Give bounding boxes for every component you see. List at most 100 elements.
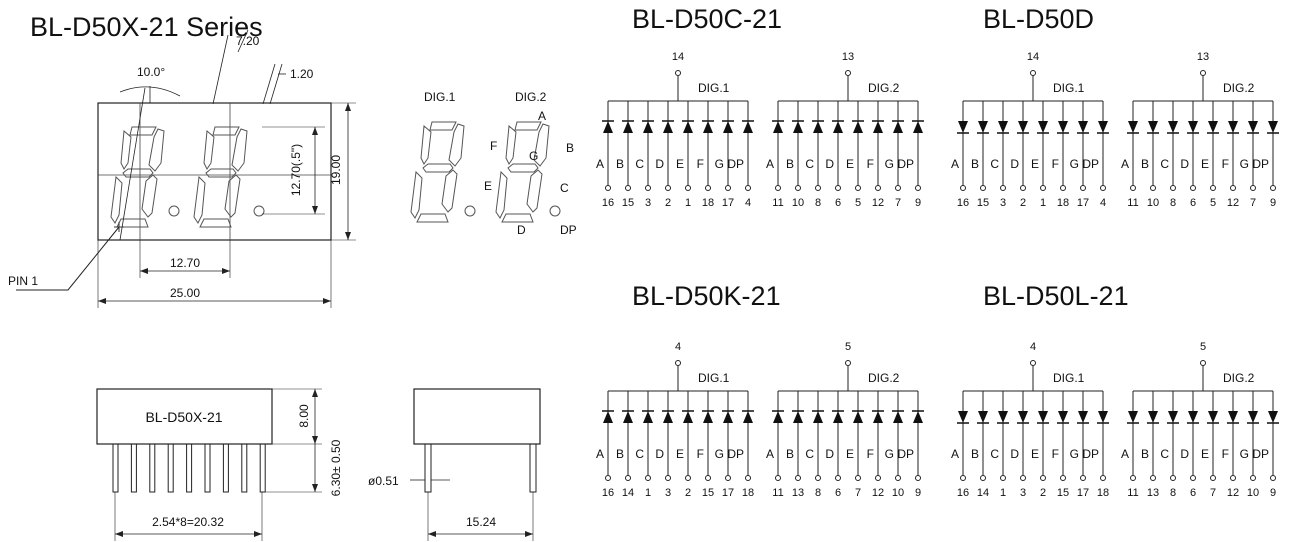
seg-label-c: C — [560, 181, 569, 195]
pin-number: 10 — [1247, 487, 1259, 499]
led-diode — [998, 121, 1008, 133]
dig1-label: DIG.1 — [424, 90, 456, 104]
segment-label: A — [951, 157, 959, 171]
pin-lead — [241, 443, 248, 493]
dim-pin-diameter: ø0.51 — [368, 474, 399, 488]
segment-label: G — [715, 447, 724, 461]
led-diode — [773, 121, 783, 133]
pin-number: 14 — [622, 487, 634, 499]
pin-terminal — [980, 185, 986, 191]
segment-label: B — [616, 157, 624, 171]
segment-label: D — [825, 157, 834, 171]
led-diode — [1038, 121, 1048, 133]
led-diode — [913, 121, 923, 133]
pin-terminal — [915, 185, 921, 191]
segment-label: B — [786, 157, 794, 171]
segment-label: DP — [1082, 447, 1099, 461]
dim-digit-height: 12.70(.5") — [289, 144, 303, 196]
pin-number: 18 — [702, 197, 714, 209]
segment-label: A — [596, 447, 604, 461]
common-pin-number: 13 — [842, 51, 854, 63]
segment-label: A — [1121, 157, 1129, 171]
dim-width: 25.00 — [170, 286, 200, 300]
pin-number: 4 — [745, 197, 751, 209]
pin-number: 16 — [957, 197, 969, 209]
pin-terminal — [1250, 185, 1256, 191]
pin-number: 8 — [815, 197, 821, 209]
dp-dot — [549, 205, 561, 217]
segment-label: D — [1010, 157, 1019, 171]
segment-label: F — [1222, 157, 1229, 171]
pin-number: 1 — [685, 197, 691, 209]
circuit-title: BL-D50C-21 — [632, 4, 782, 34]
pin-terminal — [645, 475, 651, 481]
pin-number: 10 — [1147, 197, 1159, 209]
segment-label: C — [805, 157, 814, 171]
led-diode — [913, 411, 923, 423]
pin-terminal — [960, 475, 966, 481]
pin-terminal — [675, 70, 681, 76]
common-pin-number: 14 — [672, 51, 684, 63]
pin-number: 12 — [1227, 487, 1239, 499]
pin-number: 9 — [1270, 197, 1276, 209]
digit-label: DIG.1 — [1053, 81, 1085, 95]
seg-label-a: A — [538, 109, 546, 123]
led-diode — [873, 121, 883, 133]
pin-number: 8 — [1170, 487, 1176, 499]
segment-label: B — [1141, 157, 1149, 171]
pin-terminal — [605, 475, 611, 481]
package-body — [97, 102, 332, 241]
led-diode — [1018, 411, 1028, 423]
dig2-label: DIG.2 — [515, 90, 547, 104]
pin-terminal — [875, 185, 881, 191]
common-pin-number: 5 — [1200, 341, 1206, 353]
pin-terminal — [980, 475, 986, 481]
segment-label: G — [1240, 447, 1249, 461]
pin-terminal — [795, 185, 801, 191]
pin-number: 18 — [1057, 197, 1069, 209]
pin-terminal — [1040, 475, 1046, 481]
pin-number: 3 — [1020, 487, 1026, 499]
led-diode — [1148, 121, 1158, 133]
segment-label: B — [786, 447, 794, 461]
pin-number: 13 — [1147, 487, 1159, 499]
digit-label: DIG.2 — [868, 81, 900, 95]
pin-number: 13 — [792, 487, 804, 499]
dim-body-height: 8.00 — [297, 404, 311, 428]
pin-terminal — [895, 475, 901, 481]
pin-number: 8 — [815, 487, 821, 499]
pin-terminal — [1150, 475, 1156, 481]
pin-number: 1 — [1000, 487, 1006, 499]
led-diode — [703, 121, 713, 133]
pin-number: 6 — [835, 197, 841, 209]
pin-number: 2 — [1020, 197, 1026, 209]
common-pin-number: 13 — [1197, 51, 1209, 63]
dp-dot — [168, 205, 180, 217]
led-diode — [833, 411, 843, 423]
pin-number: 17 — [1077, 197, 1089, 209]
pin-terminal — [815, 185, 821, 191]
circuit-bl-d50l-21: BL-D50L-21 4DIG.1A16B14C1D3E2F15G17DP185… — [951, 281, 1279, 499]
pin-terminal — [745, 475, 751, 481]
pin-terminal — [1000, 185, 1006, 191]
pin-lead — [112, 443, 119, 493]
segment-label: A — [766, 447, 774, 461]
pin-terminal — [915, 475, 921, 481]
pin-number: 7 — [855, 487, 861, 499]
pin-number: 15 — [702, 487, 714, 499]
pin-terminal — [665, 185, 671, 191]
segment-label: G — [715, 157, 724, 171]
led-diode — [1128, 121, 1138, 133]
pin-number: 16 — [602, 197, 614, 209]
segment-label: B — [971, 447, 979, 461]
led-diode — [1248, 411, 1258, 423]
pin-terminal — [1210, 185, 1216, 191]
segment-label: E — [676, 447, 684, 461]
led-diode — [683, 411, 693, 423]
segment-label: DP — [727, 157, 744, 171]
led-diode — [1038, 411, 1048, 423]
pin-terminal — [1230, 475, 1236, 481]
pin-lead — [186, 443, 193, 493]
dim-row-span: 15.24 — [466, 515, 496, 529]
pin-number: 2 — [665, 197, 671, 209]
